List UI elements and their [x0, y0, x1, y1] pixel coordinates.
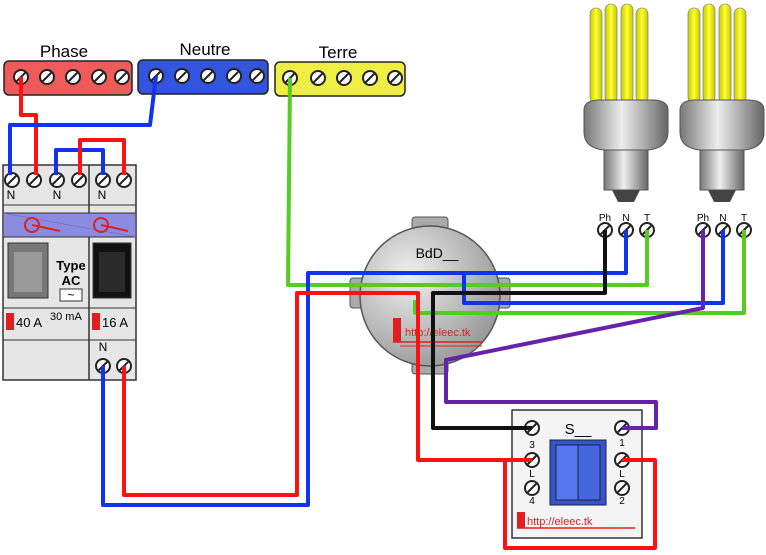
lamp-1-t-label: T [644, 213, 650, 224]
breaker-panel: N N N Type AC ~ 40 A 30 mA 16 A N [2, 164, 137, 381]
neutral-feed-wire [8, 75, 158, 175]
phase-label: Phase [40, 42, 88, 61]
switch-terminal-l-left: L [529, 469, 535, 480]
lamp-2-ph-label: Ph [697, 213, 709, 224]
switch-terminal-1: 1 [619, 438, 625, 449]
switch-terminal-3: 3 [529, 440, 535, 451]
switch-label: S__ [565, 421, 592, 438]
phase-jumper-wire [78, 138, 126, 175]
lamp-1-n-label: N [622, 213, 629, 224]
rcd-top-label-1: N [7, 188, 16, 202]
lamp-1-terminals: Ph N T [597, 213, 655, 238]
terre-terminal-block: Terre [274, 43, 406, 97]
rcd-sensitivity: 30 mA [50, 311, 82, 323]
breaker-bottom-label: N [99, 340, 108, 354]
breaker-top-label: N [98, 188, 107, 202]
earth-wire-lamp2 [413, 230, 746, 315]
lamp-1 [583, 3, 669, 202]
neutral-out-wire [101, 230, 628, 507]
switch-watermark: http://eleec.tk [527, 516, 593, 528]
breaker-rating: 16 A [102, 315, 128, 330]
lamp-2-terminals: Ph N T [695, 213, 752, 238]
phase-feed-wire [19, 77, 38, 175]
rcd-rating: 40 A [16, 315, 42, 330]
earth-wire [286, 77, 649, 287]
switch-terminal-2: 2 [619, 496, 625, 507]
lamp-1-ph-label: Ph [599, 213, 611, 224]
rcd-ac-label: AC [62, 273, 81, 288]
phase-out-wire [122, 291, 532, 497]
phase-terminal-block: Phase [3, 42, 133, 96]
terre-label: Terre [319, 43, 358, 62]
lamp-2 [679, 3, 765, 202]
neutre-terminal-block: Neutre [137, 40, 269, 95]
switched-return-wire [431, 230, 607, 430]
lamp-2-t-label: T [741, 213, 747, 224]
lamp-2-n-label: N [719, 213, 726, 224]
wires [8, 75, 746, 550]
rcd-top-label-2: N [53, 188, 62, 202]
switch-terminal-4: 4 [529, 496, 535, 507]
switch: S__ 3 L 4 1 L 2 http://eleec.tk [511, 409, 643, 539]
junction-box-watermark: http://eleec.tk [405, 327, 471, 339]
neutral-lamp2-wire [462, 230, 725, 305]
return-lamp2-wire [444, 230, 705, 430]
rcd-wave-symbol: ~ [67, 288, 74, 302]
switch-terminal-l-right: L [619, 469, 625, 480]
rcd-type-label: Type [56, 258, 85, 273]
junction-box-label: BdD__ [416, 245, 459, 261]
switch-link-wire [503, 458, 657, 550]
neutre-label: Neutre [179, 40, 230, 59]
